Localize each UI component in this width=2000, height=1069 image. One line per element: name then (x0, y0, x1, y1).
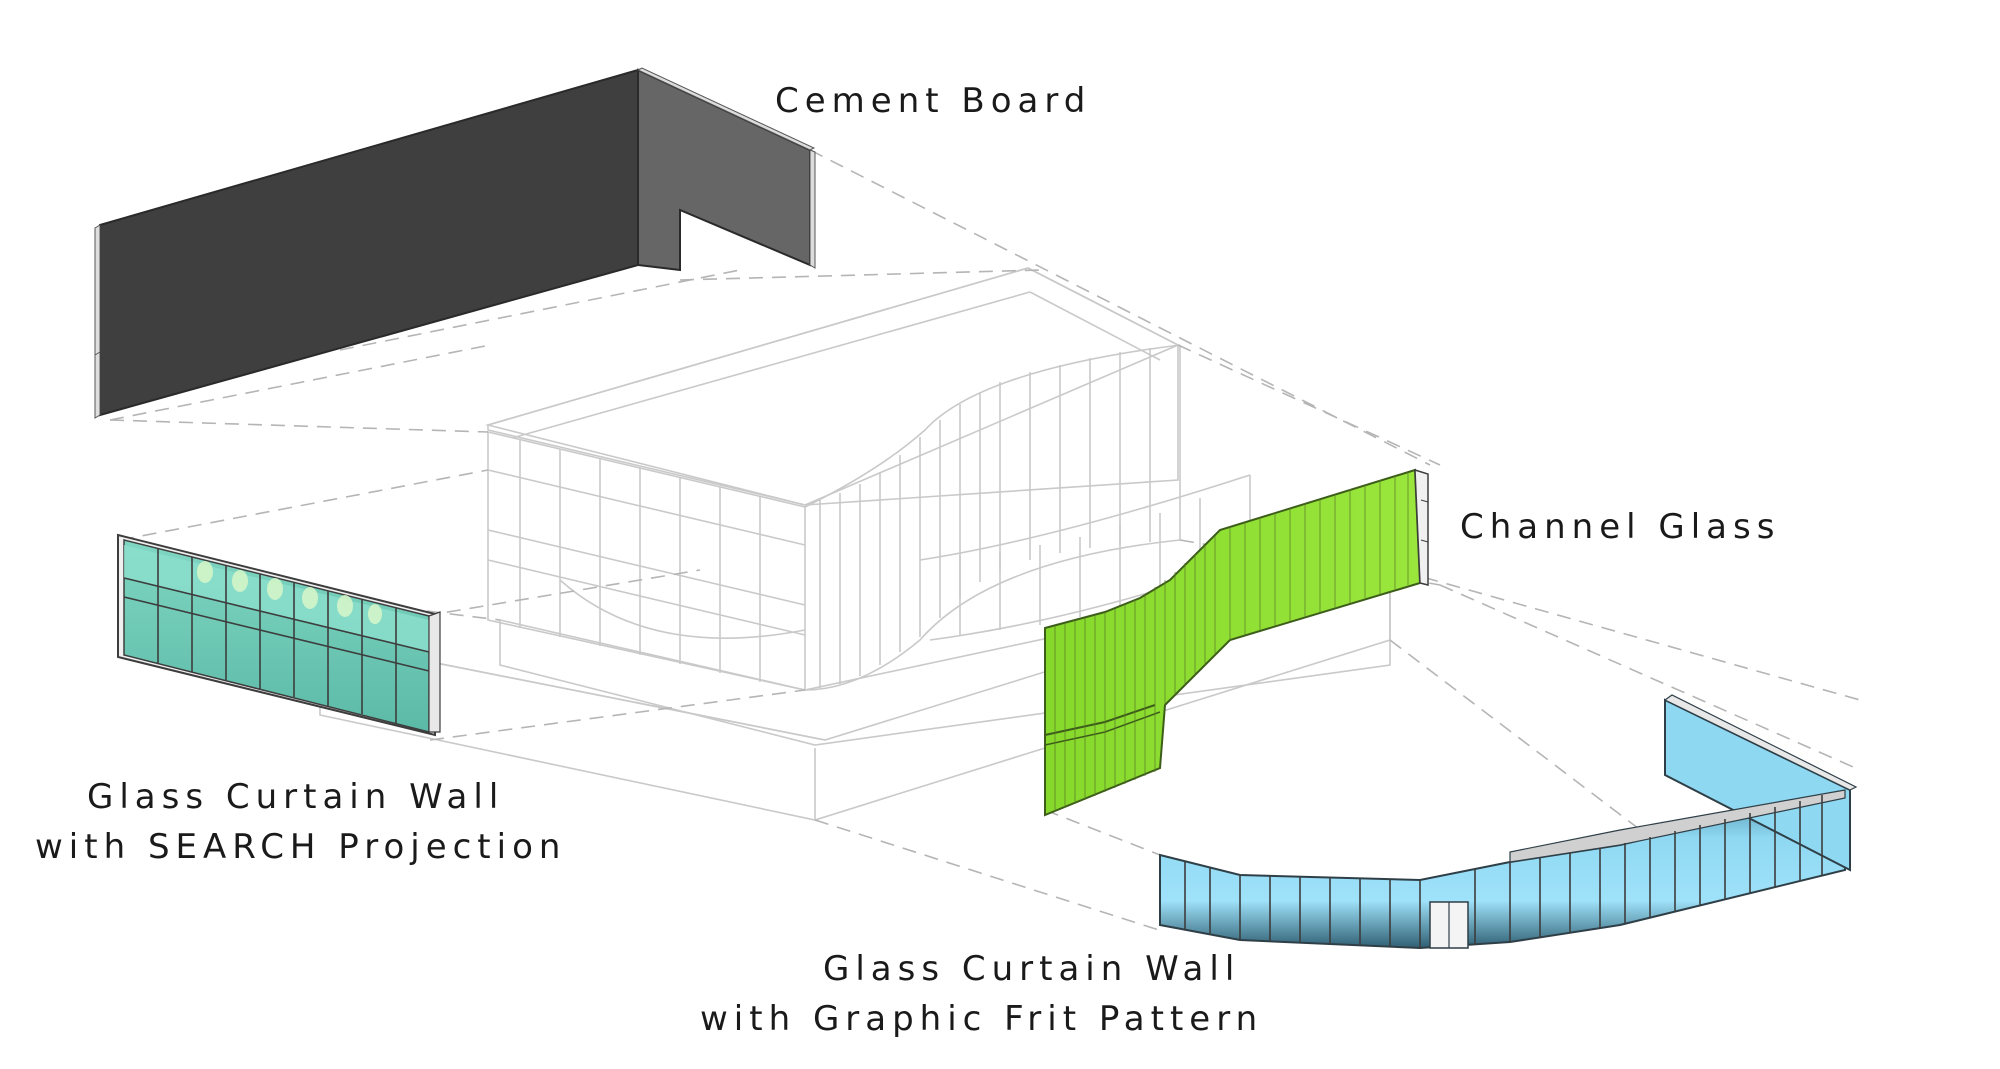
label-channel-glass: Channel Glass (1460, 507, 1780, 547)
labels: Cement Board Channel Glass Glass Curtain… (35, 81, 1780, 1039)
ghost-building (319, 267, 1391, 821)
channel-glass-panel (1044, 468, 1429, 817)
channel-glass-mullions (1054, 472, 1409, 812)
curtain-wall-search-projection (117, 533, 441, 737)
frit-wall-entry-door (1429, 901, 1469, 949)
label-curtain-wall-search-line2: with SEARCH Projection (35, 827, 566, 867)
cement-board-edge (94, 224, 101, 419)
label-cement-board: Cement Board (775, 81, 1091, 121)
ghost-channel-wall (804, 344, 1181, 691)
frit-wall-mullions (1184, 795, 1823, 948)
cement-board-panel (94, 67, 816, 419)
label-curtain-wall-frit-line2: with Graphic Frit Pattern (700, 999, 1263, 1039)
ghost-left-facade-grid (487, 440, 806, 682)
label-curtain-wall-frit-line1: Glass Curtain Wall (823, 949, 1240, 989)
label-curtain-wall-search-line1: Glass Curtain Wall (87, 777, 504, 817)
cement-board-front-face (99, 68, 639, 417)
curtain-wall-frit-pattern (1159, 694, 1858, 950)
search-projection-glow (197, 561, 382, 624)
